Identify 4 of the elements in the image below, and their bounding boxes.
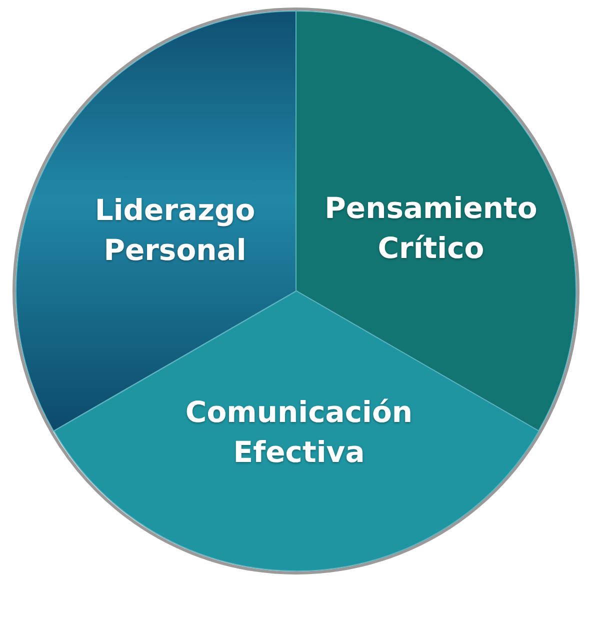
pie-segment <box>54 291 538 571</box>
segment-label: Comunicación Efectiva <box>184 394 414 471</box>
segment-label: Pensamiento Crítico <box>324 190 538 267</box>
segment-label: Liderazgo Personal <box>94 192 256 269</box>
